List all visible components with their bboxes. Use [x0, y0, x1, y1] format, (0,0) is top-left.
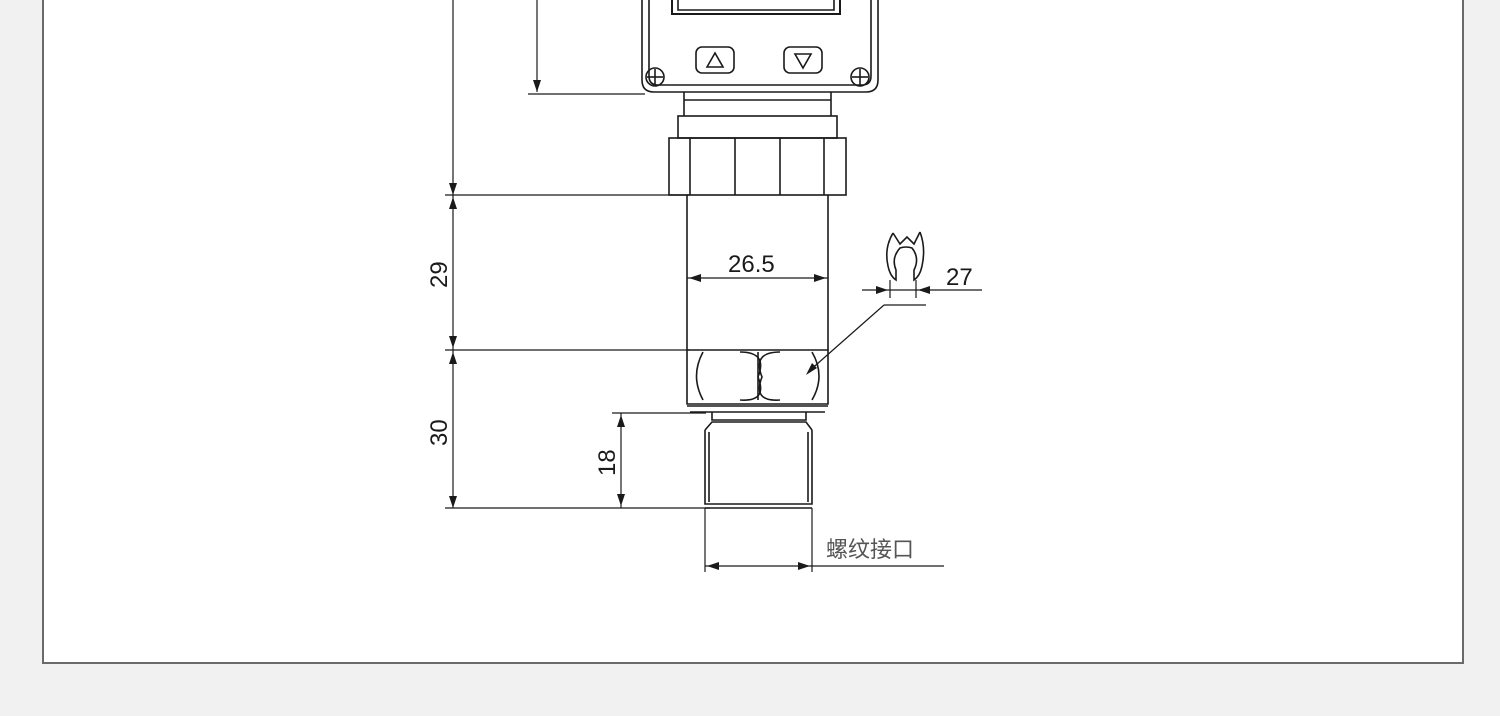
dim-fitting-height: 30: [426, 419, 453, 446]
screw-right-icon: [850, 67, 870, 87]
up-button: [695, 46, 735, 74]
drawing-frame: [42, 0, 1464, 664]
neck: [677, 92, 838, 139]
display-housing: [641, 0, 879, 93]
wrench-icon: [886, 231, 925, 282]
down-arrow-icon: [793, 53, 813, 70]
dim-thread-length: 18: [594, 449, 621, 476]
up-arrow-icon: [705, 51, 725, 68]
dim-body-height: 29: [426, 261, 453, 288]
thread-interface-label: 螺纹接口: [826, 538, 914, 563]
dim-body-width: 26.5: [728, 251, 775, 278]
dim-wrench-size: 27: [946, 264, 973, 291]
thread: [704, 412, 813, 509]
down-button: [783, 46, 823, 74]
hex-nut: [686, 349, 829, 413]
screw-left-icon: [645, 67, 665, 87]
knurled-ring: [668, 137, 847, 196]
body-cylinder: [686, 195, 829, 350]
